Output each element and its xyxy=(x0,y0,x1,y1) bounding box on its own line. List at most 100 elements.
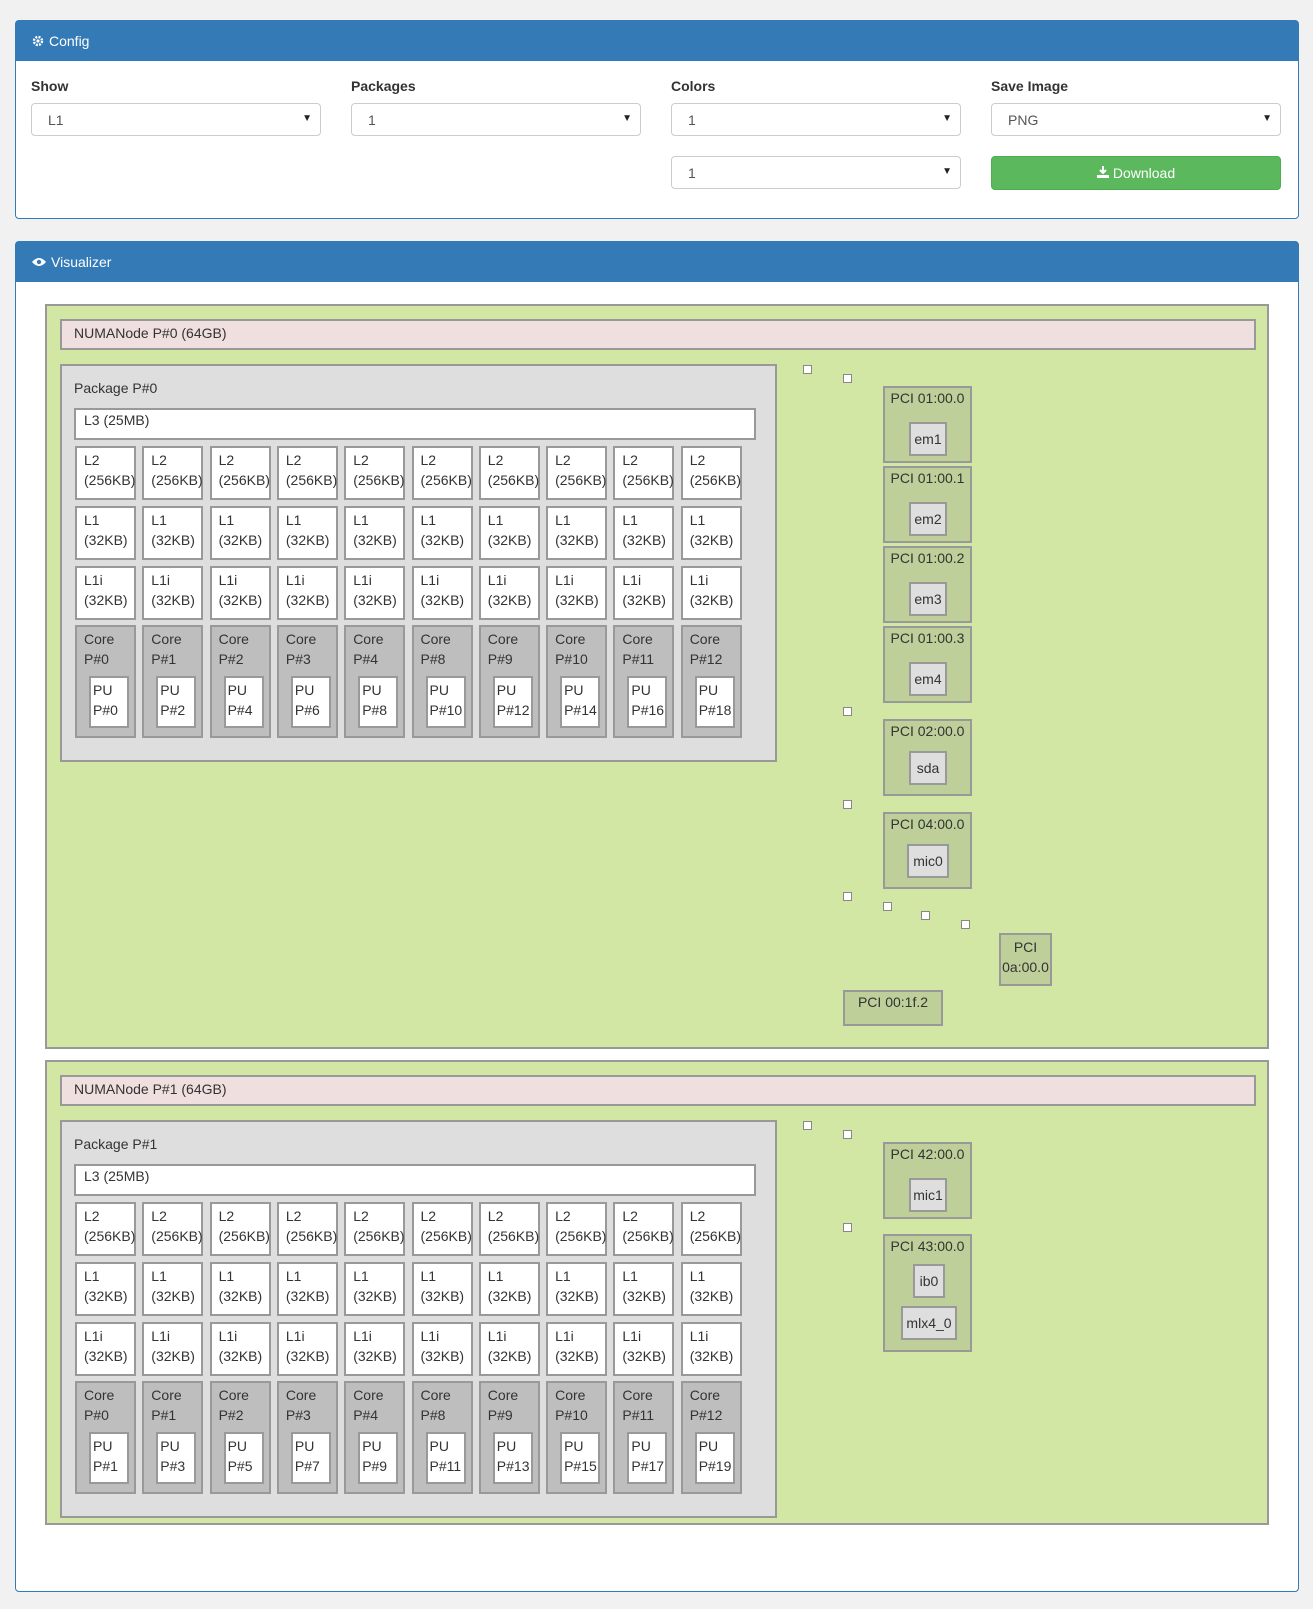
l2-cache: L2(256KB) xyxy=(142,446,204,500)
l1-cache: L1(32KB) xyxy=(613,1262,675,1316)
pci-bridge-icon xyxy=(921,911,930,920)
os-device: em4 xyxy=(909,662,947,696)
l2-cache: L2(256KB) xyxy=(411,446,473,500)
l1i-cache: L1i(32KB) xyxy=(344,566,406,620)
l2-cache: L2(256KB) xyxy=(478,1202,540,1256)
l1i-cache: L1i(32KB) xyxy=(546,566,608,620)
numa-node-label: NUMANode P#1 (64GB) xyxy=(60,1075,1256,1106)
os-device: mic0 xyxy=(907,844,949,878)
l2-cache: L2(256KB) xyxy=(478,446,540,500)
visualizer-panel: Visualizer NUMANode P#0 (64GB)Package P#… xyxy=(15,241,1299,1592)
gear-icon xyxy=(32,35,44,47)
pci-bridge-icon xyxy=(961,920,970,929)
l1-cache: L1(32KB) xyxy=(75,1262,136,1316)
os-device: em3 xyxy=(909,582,947,616)
l1-cache: L1(32KB) xyxy=(411,506,473,560)
chevron-down-icon: ▼ xyxy=(942,113,952,124)
os-device: ib0 xyxy=(913,1264,945,1298)
l1i-cache: L1i(32KB) xyxy=(209,1322,271,1376)
pci-bridge-icon xyxy=(803,365,812,374)
packages-select[interactable]: 1 ▼ xyxy=(351,103,641,136)
l1-cache: L1(32KB) xyxy=(276,1262,338,1316)
save-image-select[interactable]: PNG ▼ xyxy=(991,103,1281,136)
l1-cache: L1(32KB) xyxy=(142,506,204,560)
config-title: Config xyxy=(49,33,90,49)
l2-cache: L2(256KB) xyxy=(613,1202,675,1256)
l1-cache: L1(32KB) xyxy=(546,1262,608,1316)
l2-cache: L2(256KB) xyxy=(344,1202,406,1256)
pci-bridge-icon xyxy=(843,1223,852,1232)
l2-cache: L2(256KB) xyxy=(680,1202,742,1256)
chevron-down-icon: ▼ xyxy=(1262,113,1272,124)
colors-select-2[interactable]: 1 ▼ xyxy=(671,156,961,189)
l1i-cache: L1i(32KB) xyxy=(209,566,271,620)
l1-cache: L1(32KB) xyxy=(344,1262,406,1316)
config-heading: Config xyxy=(16,21,1298,61)
config-panel: Config Show L1 ▼ Packages 1 ▼ Colors 1 ▼… xyxy=(15,20,1299,219)
l1-cache: L1(32KB) xyxy=(680,506,742,560)
colors-select-2-value: 1 xyxy=(688,164,696,181)
l2-cache: L2(256KB) xyxy=(344,446,406,500)
l2-cache: L2(256KB) xyxy=(276,1202,338,1256)
l1-cache: L1(32KB) xyxy=(613,506,675,560)
l2-cache: L2(256KB) xyxy=(209,446,271,500)
download-label: Download xyxy=(1112,165,1176,181)
l1i-cache: L1i(32KB) xyxy=(276,1322,338,1376)
os-device: em2 xyxy=(909,502,947,536)
packages-label: Packages xyxy=(351,78,416,94)
l2-cache: L2(256KB) xyxy=(546,446,608,500)
l1i-cache: L1i(32KB) xyxy=(478,1322,540,1376)
os-device: sda xyxy=(909,751,947,785)
l1-cache: L1(32KB) xyxy=(478,506,540,560)
pci-bridge-icon xyxy=(843,892,852,901)
l1i-cache: L1i(32KB) xyxy=(680,1322,742,1376)
colors-select[interactable]: 1 ▼ xyxy=(671,103,961,136)
download-button[interactable]: Download xyxy=(991,156,1281,190)
eye-icon xyxy=(32,257,46,267)
l1i-cache: L1i(32KB) xyxy=(478,566,540,620)
pci-bridge-icon xyxy=(803,1121,812,1130)
save-image-select-value: PNG xyxy=(1008,111,1039,128)
l1-cache: L1(32KB) xyxy=(209,1262,271,1316)
show-select[interactable]: L1 ▼ xyxy=(31,103,321,136)
colors-select-value: 1 xyxy=(688,111,696,128)
l1i-cache: L1i(32KB) xyxy=(276,566,338,620)
l2-cache: L2(256KB) xyxy=(680,446,742,500)
numa-node-label: NUMANode P#0 (64GB) xyxy=(60,319,1256,350)
l1i-cache: L1i(32KB) xyxy=(546,1322,608,1376)
os-device: mic1 xyxy=(909,1178,947,1212)
l2-cache: L2(256KB) xyxy=(411,1202,473,1256)
l3-cache: L3 (25MB) xyxy=(74,408,756,440)
pci-bridge-icon xyxy=(843,800,852,809)
l1-cache: L1(32KB) xyxy=(344,506,406,560)
